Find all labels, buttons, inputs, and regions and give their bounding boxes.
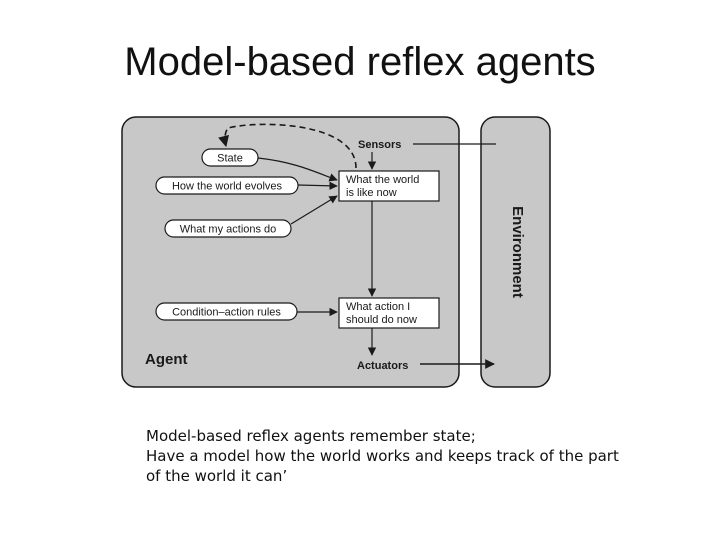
what-action-line-1: What action I bbox=[346, 301, 410, 313]
caption-line-2: Have a model how the world works and kee… bbox=[146, 447, 619, 465]
what-world-is-like-line-1: What the world bbox=[346, 174, 419, 186]
state-feedback-dashed-arrow bbox=[218, 123, 357, 169]
state-to-world-arrow bbox=[257, 157, 338, 182]
slide-caption: Model-based reflex agents remember state… bbox=[146, 426, 666, 486]
what-action-box bbox=[338, 297, 440, 329]
evolves-to-world-arrow bbox=[297, 181, 338, 191]
state-box bbox=[201, 148, 259, 167]
environment-label: Environment bbox=[509, 206, 526, 298]
what-world-is-like-line-2: is like now bbox=[346, 187, 397, 199]
state-label: State bbox=[217, 153, 243, 165]
how-world-evolves-label: How the world evolves bbox=[172, 181, 283, 193]
slide-title: Model-based reflex agents bbox=[124, 40, 596, 84]
what-my-actions-do-label: What my actions do bbox=[180, 224, 277, 236]
what-action-line-2: should do now bbox=[346, 314, 417, 326]
sensors-label: Sensors bbox=[358, 139, 401, 151]
condition-action-rules-label: Condition–action rules bbox=[172, 307, 281, 319]
caption-line-3: of the world it can’ bbox=[146, 467, 288, 485]
agent-panel bbox=[121, 116, 460, 388]
actions-to-world-arrow bbox=[290, 195, 338, 225]
agent-diagram-svg: Environment Sensors Actuators Agent Stat… bbox=[121, 116, 551, 388]
actuators-label: Actuators bbox=[357, 360, 408, 372]
what-my-actions-do-box bbox=[164, 219, 292, 238]
caption-line-1: Model-based reflex agents remember state… bbox=[146, 427, 476, 445]
what-world-is-like-box bbox=[338, 170, 440, 202]
environment-panel bbox=[480, 116, 551, 388]
agent-diagram: Environment Sensors Actuators Agent Stat… bbox=[110, 108, 560, 398]
agent-label: Agent bbox=[145, 351, 188, 368]
